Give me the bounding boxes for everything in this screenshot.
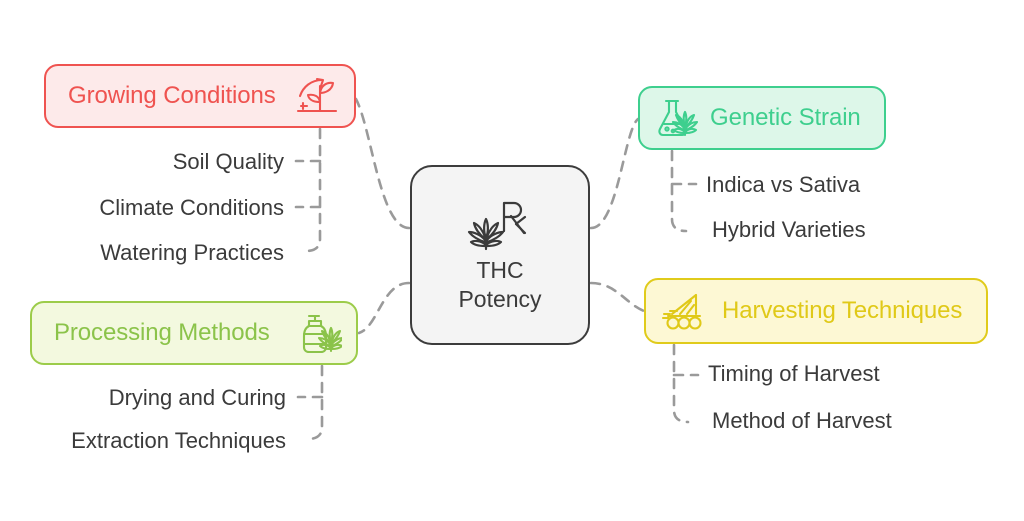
edge-center-processing [357, 281, 411, 335]
branch-label-processing-methods: Processing Methods [54, 319, 270, 346]
leaf-genetic-hybrid-varieties[interactable]: Hybrid Varieties [712, 217, 866, 242]
branch-node-harvesting-techniques[interactable]: Harvesting Techniques [644, 278, 988, 344]
leaf-processing-extraction-techniques[interactable]: Extraction Techniques [71, 428, 286, 453]
spine-processing [306, 364, 324, 441]
center-node-title-line1: THC [476, 257, 524, 284]
branch-label-harvesting-techniques: Harvesting Techniques [722, 297, 963, 324]
center-node-title-line2: Potency [458, 286, 542, 312]
spine-growing [304, 127, 322, 253]
bottle-cannabis-leaf-icon [296, 311, 342, 355]
leaf-growing-climate-conditions[interactable]: Climate Conditions [99, 195, 284, 220]
branch-label-genetic-strain: Genetic Strain [710, 104, 861, 131]
branch-node-genetic-strain[interactable]: Genetic Strain [638, 86, 886, 150]
harvester-machine-icon [660, 290, 710, 332]
center-node-thc-potency[interactable]: THC Potency [410, 165, 590, 345]
spine-harvest [672, 343, 690, 424]
edge-center-harvest [589, 281, 646, 313]
branch-node-growing-conditions[interactable]: Growing Conditions [44, 64, 356, 128]
leaf-processing-drying-and-curing[interactable]: Drying and Curing [108, 385, 286, 410]
leaf-genetic-indica-vs-sativa[interactable]: Indica vs Sativa [706, 172, 861, 197]
leaf-growing-soil-quality[interactable]: Soil Quality [172, 149, 284, 174]
rx-cannabis-leaf-icon [464, 197, 536, 255]
leaf-growing-watering-practices[interactable]: Watering Practices [100, 240, 284, 265]
spine-genetic [670, 149, 688, 233]
branch-node-processing-methods[interactable]: Processing Methods [30, 301, 358, 365]
flask-cannabis-leaf-icon [654, 97, 698, 139]
edge-center-genetic [589, 117, 640, 230]
branch-label-growing-conditions: Growing Conditions [68, 82, 276, 109]
leaf-harvest-method-of-harvest[interactable]: Method of Harvest [712, 408, 892, 433]
seedling-growth-arrow-icon [294, 75, 340, 117]
edge-center-growing [354, 97, 411, 230]
leaf-harvest-timing-of-harvest[interactable]: Timing of Harvest [708, 361, 880, 386]
